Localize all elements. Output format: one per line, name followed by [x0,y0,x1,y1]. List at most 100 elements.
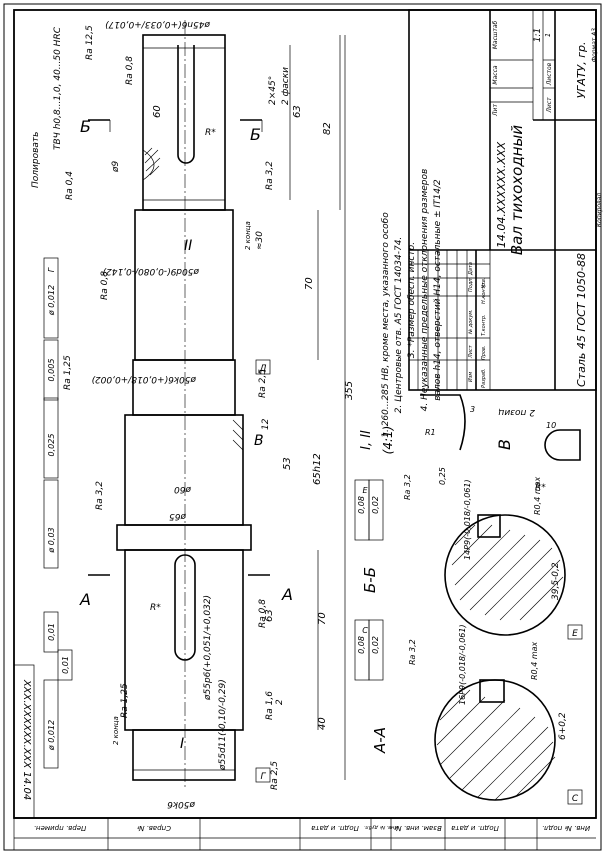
ra-10: Ra 1,6 [265,691,275,720]
datum-e: Е [572,629,578,639]
aa-dim: 6+0,2 [558,712,568,740]
role-1: Пров. [481,345,487,360]
dim-rstar-top: R* [205,128,216,138]
ra-3: Ra 3,2 [265,161,275,190]
tol-3: ø 0,03 [47,527,56,553]
inv-podl-label: Инв. № подл. [542,824,590,832]
role-2: Т.контр. [481,314,487,336]
dim-63-lower: 63 [264,609,275,622]
stamp-mass: Масса [492,65,499,84]
dim-two-ends-bottom: 2 конца [112,716,120,745]
stamp-copied: Копировал [596,193,603,227]
stamp-organization: УГАТУ, гр. [575,41,588,98]
datum-g: Г [260,772,266,782]
keyway-bottom [174,554,196,661]
sprav-label: Справ. № [137,824,171,832]
bb-key: 14P9(-0,018/-0,061) [463,479,472,560]
aa-label: А-А [371,727,389,754]
detail-r1: R1 [425,428,436,437]
dim-70-lower: 70 [317,612,328,625]
tol-1-b1: Г [47,267,56,272]
dim-rstar-bottom: R* [150,603,161,613]
view-i-marker: I [180,736,184,752]
dim-355: 355 [344,381,355,400]
length-dimensions: 82 63 60 2×45° 2 фаски 70 ≈30 355 12 53 … [112,35,355,780]
section-aa: А-А 16P9(-0,018/-0,061) R0,4 max 6+0,2 0… [354,619,583,805]
note-4: 4. Неуказанные предельные отклонения раз… [420,169,430,412]
stamp-designation: 14.04.XXXXXX.XXX [495,141,508,248]
rev-col-3: Подп. [468,277,474,292]
detail-label: I, II [359,430,374,450]
rev-col-1: Лист [468,344,474,359]
dim-53: 53 [282,457,293,470]
dim-d60: ø60 [174,484,192,494]
ra-5: Ra 1,25 [63,355,73,390]
dim-chamfer2: 2 фаски [281,67,291,105]
section-markers: Б Б А А II I В [79,117,293,752]
bb-ra: Ra 3,2 [403,474,412,500]
dim-d50k6: ø50k6(+0,018/+0,002) [91,374,197,384]
roughness-labels: Ra 12,5 Ra 0,8 Ra 0,4 Ra 3,2 Ra 0,8 Ra 1… [63,25,280,790]
hatch-hole [144,147,161,176]
role-5: Утв. [481,278,487,289]
dim-chamfer: 2×45° [268,76,278,105]
section-d60 [124,414,244,526]
note-5: валов h14, отверстий H14, остальные ± IT… [433,179,443,401]
collar-d65 [116,524,252,551]
cut-b-left: Б [80,117,91,136]
podp-data-label: Подп. и дата [311,824,359,832]
rev-col-0: Изм [468,372,474,382]
cut-a-right: А [281,585,293,604]
section-d50k6 [132,359,236,416]
rev-col-2: № докум. [468,309,474,335]
dim-two-ends-top: 2 конца [244,221,252,250]
polish-label: Полировать [31,132,41,188]
section-bb: Б-Б 14P9(-0,018/-0,061) R0,4 max 39,5-0,… [354,474,583,640]
dim-d65: ø65 [169,511,187,521]
dim-70-upper: 70 [304,277,315,290]
tol-1: ø 0,012 [47,285,56,316]
tol-4: 0,01 [47,623,56,641]
view-v-label: В [495,439,514,450]
dim-2: 2 [275,699,285,705]
dim-d55p6: ø55p6(+0,051/+0,032) [203,595,213,701]
aa-r: R0,4 max [530,641,539,680]
outer-frame [3,3,602,851]
vzam-inv-label: Взам. инв. № [394,824,442,832]
stamp-sheets: Листов [546,62,553,86]
aa-tol1: 0,08 [357,636,366,654]
dim-d45: ø45n6(+0,033/+0,017) [105,19,211,29]
ra-0: Ra 12,5 [85,25,95,60]
bb-tol1-b: Е [362,486,368,495]
view-v-note: 2 позиц [498,407,535,417]
ra-11: Ra 2,5 [270,761,280,790]
aa-circle [434,679,556,801]
stamp-scale-label: Масштаб [492,20,499,49]
dim-60: 60 [152,105,163,118]
bottom-strip: Перв. примен. Справ. № Подп. и дата Взам… [13,817,596,850]
dim-12: 12 [261,418,271,430]
stamp-material: Сталь 45 ГОСТ 1050-88 [575,253,588,387]
ra-2: Ra 0,4 [65,171,75,200]
hatch-groove [232,419,244,451]
diameter-dimensions: ø45n6(+0,033/+0,017) ø50d9(-0,080/-0,142… [91,19,228,809]
datum-markers: Д Г [255,359,271,783]
corner-code: XXX.XXXXXX.XXX 14.04 [21,679,32,800]
note-1: 1. 260...285 HB, кроме места, указанного… [381,212,391,438]
aa-key: 16P9(-0,018/-0,061) [458,624,467,705]
view-ii-marker: II [184,238,192,254]
ra-9: Ra 1,25 [120,683,130,718]
dim-30: ≈30 [255,231,265,250]
dim-65h12: 65h12 [312,453,323,485]
corner-code-box [13,664,35,819]
dim-d50k6-bottom: ø50k6 [167,799,196,809]
dim-d55d11: ø55d11(-0,10/-0,29) [218,679,228,771]
section-d45 [142,34,226,211]
section-d50-bottom [132,729,236,781]
ra-4: Ra 0,8 [100,271,110,300]
dim-d9: ø9 [111,160,121,173]
tolerance-frames: 0,005 ø 0,012 Г 0,025 ø 0,03 0,01 0,01 ø… [43,257,73,769]
stamp-scale: 1:1 [533,28,543,42]
view-v: В 2 позиц 10 R* [495,407,581,493]
